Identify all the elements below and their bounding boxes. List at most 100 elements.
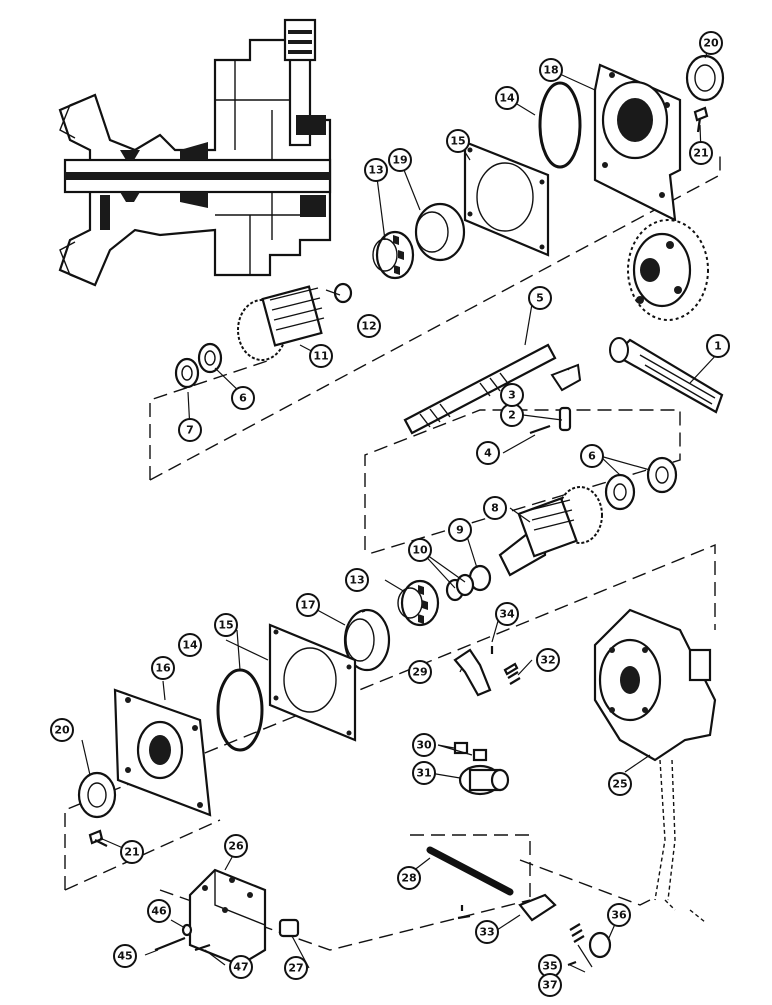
svg-text:36: 36	[611, 909, 627, 922]
callout-c31[interactable]: 31	[412, 761, 436, 785]
svg-text:21: 21	[693, 147, 708, 160]
svg-text:14: 14	[499, 92, 515, 105]
callout-c45[interactable]: 45	[113, 944, 137, 968]
shift-rod-28	[426, 846, 514, 896]
lever-screw	[457, 905, 471, 920]
svg-text:10: 10	[412, 544, 428, 557]
bevel-pinion	[550, 363, 582, 392]
callout-c32[interactable]: 32	[536, 648, 560, 672]
callout-c28[interactable]: 28	[397, 866, 421, 890]
bearing-cone-top	[372, 230, 415, 280]
callout-c15a[interactable]: 15	[446, 129, 470, 153]
callout-c26[interactable]: 26	[224, 834, 248, 858]
callout-c12[interactable]: 12	[357, 314, 381, 338]
spur-gear-11	[237, 285, 325, 361]
bolt-top	[693, 106, 709, 133]
callout-c13b[interactable]: 13	[345, 568, 369, 592]
callout-c47[interactable]: 47	[229, 955, 253, 979]
callout-c21b[interactable]: 21	[120, 840, 144, 864]
callout-c14a[interactable]: 14	[495, 86, 519, 110]
callout-c6b[interactable]: 6	[580, 444, 604, 468]
svg-text:2: 2	[508, 409, 516, 422]
callout-c16[interactable]: 16	[151, 656, 175, 680]
callout-c20b[interactable]: 20	[50, 718, 74, 742]
shift-collar	[458, 764, 510, 796]
o-ring-lower	[216, 668, 264, 752]
callout-c29[interactable]: 29	[408, 660, 432, 684]
svg-text:33: 33	[479, 926, 494, 939]
main-shaft	[403, 343, 557, 435]
callout-c25[interactable]: 25	[608, 772, 632, 796]
callout-c36[interactable]: 36	[607, 903, 631, 927]
svg-text:35: 35	[542, 960, 557, 973]
callout-c11[interactable]: 11	[309, 344, 333, 368]
bearing-housing-top	[593, 63, 682, 222]
callout-c10[interactable]: 10	[408, 538, 432, 562]
callout-c15b[interactable]: 15	[214, 613, 238, 637]
o-ring-top	[538, 81, 582, 169]
svg-text:21: 21	[124, 846, 139, 859]
svg-text:6: 6	[239, 392, 247, 405]
callout-c14b[interactable]: 14	[178, 633, 202, 657]
callout-c37[interactable]: 37	[538, 973, 562, 997]
callout-c1[interactable]: 1	[706, 334, 730, 358]
callout-c30[interactable]: 30	[412, 733, 436, 757]
thrust-washer-6-right-b	[604, 473, 636, 511]
svg-text:31: 31	[416, 767, 431, 780]
svg-text:13: 13	[368, 164, 383, 177]
callout-c9[interactable]: 9	[448, 518, 472, 542]
bolt-lower	[88, 829, 108, 847]
bearing-housing-lower	[113, 688, 212, 817]
seal-top	[685, 54, 725, 102]
callout-c13a[interactable]: 13	[364, 158, 388, 182]
coil-spring-32	[503, 662, 521, 685]
callout-c20a[interactable]: 20	[699, 31, 723, 55]
control-linkage	[654, 759, 706, 923]
svg-text:32: 32	[540, 654, 555, 667]
svg-text:15: 15	[450, 135, 465, 148]
svg-text:45: 45	[117, 950, 132, 963]
key-b	[472, 748, 488, 762]
callout-c5[interactable]: 5	[528, 286, 552, 310]
callout-c34[interactable]: 34	[495, 602, 519, 626]
svg-text:8: 8	[491, 502, 499, 515]
callout-c8[interactable]: 8	[483, 496, 507, 520]
svg-text:19: 19	[392, 154, 407, 167]
shift-lever	[518, 893, 557, 922]
callout-c7[interactable]: 7	[178, 418, 202, 442]
callout-c6a[interactable]: 6	[231, 386, 255, 410]
thrust-washer-6-upper	[197, 342, 223, 374]
callout-c18[interactable]: 18	[539, 58, 563, 82]
bearing-cup-lower	[343, 608, 391, 672]
callout-c21a[interactable]: 21	[689, 141, 713, 165]
pump-body	[188, 868, 267, 967]
callout-c19[interactable]: 19	[388, 148, 412, 172]
callout-c17[interactable]: 17	[296, 593, 320, 617]
plug-screw	[194, 943, 211, 952]
callout-c2[interactable]: 2	[500, 403, 524, 427]
gasket-lower	[268, 623, 357, 742]
seal-lower	[77, 771, 117, 819]
bearing-cup-top	[414, 202, 466, 262]
detent-cap	[588, 931, 612, 959]
svg-text:17: 17	[300, 599, 315, 612]
svg-text:16: 16	[155, 662, 171, 675]
output-gear-shaft	[498, 486, 603, 577]
svg-text:29: 29	[412, 666, 427, 679]
pump-bushing	[278, 918, 300, 938]
svg-text:30: 30	[416, 739, 432, 752]
gasket-top	[463, 140, 550, 257]
callout-c27[interactable]: 27	[284, 956, 308, 980]
svg-text:34: 34	[499, 608, 515, 621]
svg-text:9: 9	[456, 524, 464, 537]
svg-text:12: 12	[361, 320, 376, 333]
callout-c4[interactable]: 4	[476, 441, 500, 465]
thrust-washer-6-right-a	[646, 456, 678, 494]
ring-gear	[627, 219, 709, 321]
callout-c33[interactable]: 33	[475, 920, 499, 944]
callout-c3[interactable]: 3	[500, 383, 524, 407]
snap-ring-10b	[455, 573, 475, 597]
callout-c46[interactable]: 46	[147, 899, 171, 923]
svg-text:5: 5	[536, 292, 544, 305]
